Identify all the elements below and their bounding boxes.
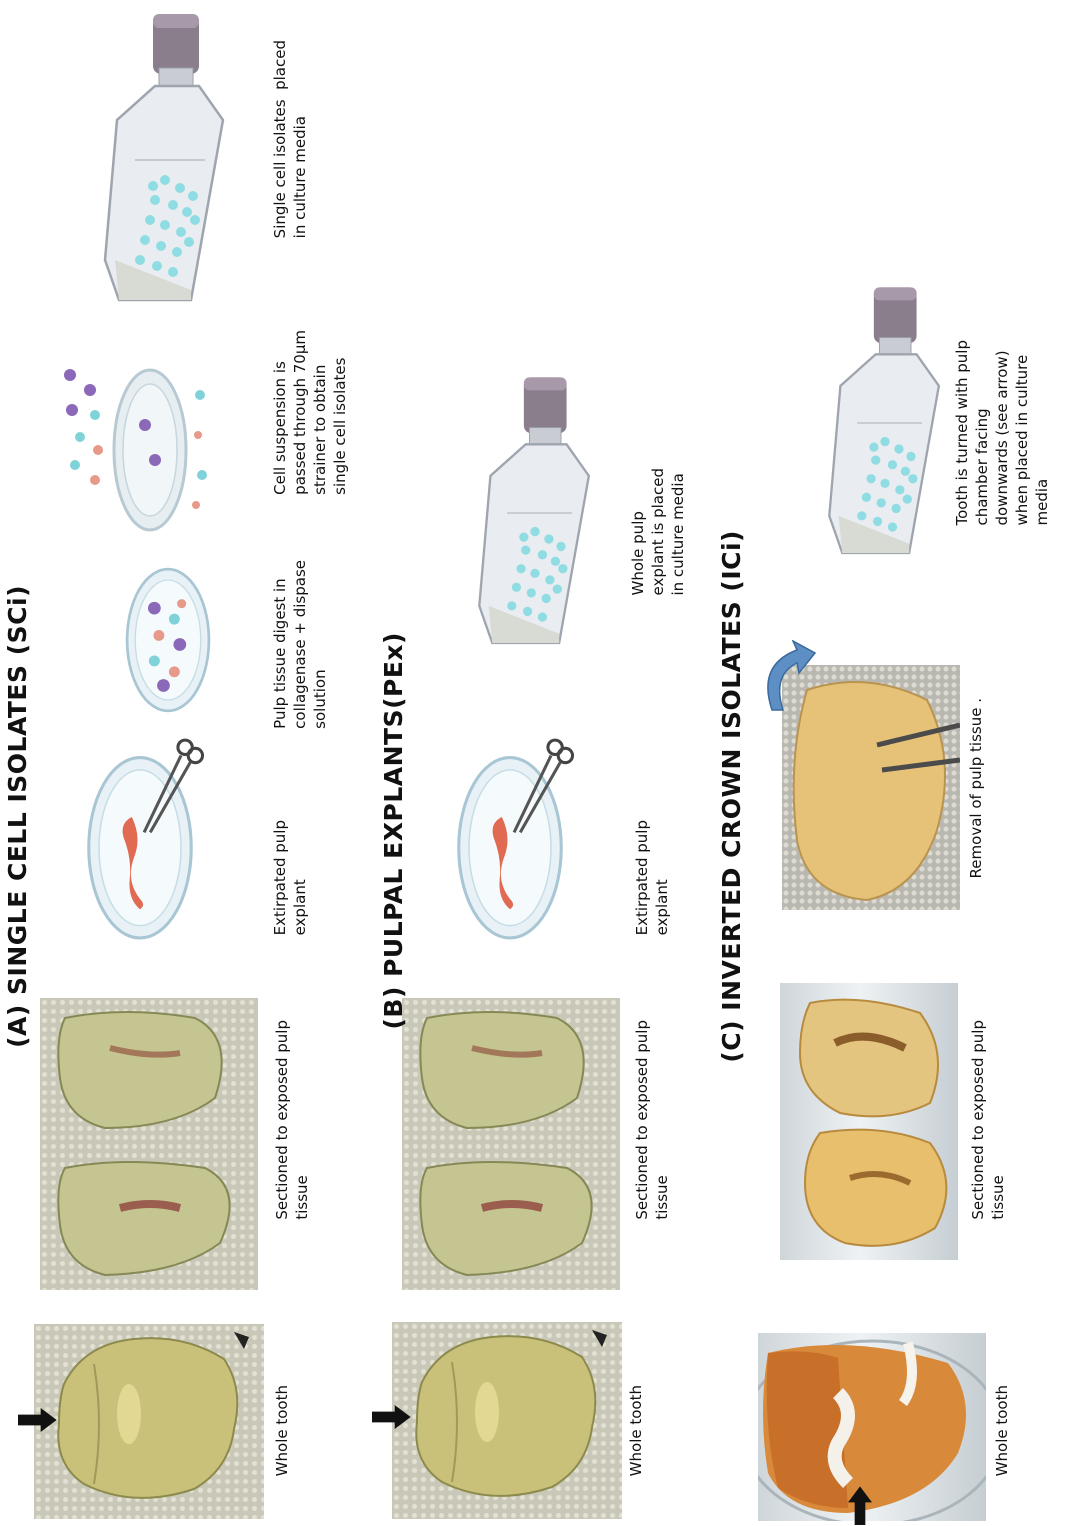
caption-whole-tooth: Whole tooth xyxy=(626,1385,646,1476)
caption-sectioned: Sectioned to exposed pulp tissue xyxy=(968,1020,1008,1220)
whole-tooth-photo-b xyxy=(392,1322,622,1519)
cell-strainer-icon xyxy=(50,355,210,535)
arrow-icon xyxy=(18,1405,58,1435)
sectioned-photo-c xyxy=(780,983,958,1260)
caption-sectioned: Sectioned to exposed pulp tissue xyxy=(272,1020,312,1220)
section-heading: (B) PULPAL EXPLANTS(PEx) xyxy=(380,632,408,1030)
petri-dish-explant-icon xyxy=(445,735,575,940)
caption-culture: Whole pulp explant is placed in culture … xyxy=(628,468,688,596)
caption-whole-tooth: Whole tooth xyxy=(272,1385,292,1476)
petri-dish-explant-icon xyxy=(75,735,205,940)
sectioned-photo-b xyxy=(402,998,620,1290)
caption-culture: Single cell isolates placed in culture m… xyxy=(270,40,310,238)
caption-extirpated: Extirpated pulp explant xyxy=(270,820,310,935)
caption-strainer: Cell suspension is passed through 70µm s… xyxy=(270,330,350,495)
petri-dish-cells-icon xyxy=(118,560,218,720)
caption-removal: Removal of pulp tissue . xyxy=(966,698,986,878)
arrow-icon xyxy=(372,1402,412,1432)
curved-arrow-icon xyxy=(752,640,832,720)
culture-flask-icon xyxy=(470,368,600,658)
whole-tooth-photo-a xyxy=(34,1324,264,1519)
caption-sectioned: Sectioned to exposed pulp tissue xyxy=(632,1020,672,1220)
sectioned-photo-a xyxy=(40,998,258,1290)
caption-digest: Pulp tissue digest in collagenase + disp… xyxy=(270,560,330,729)
culture-flask-icon xyxy=(95,10,235,310)
caption-extirpated: Extirpated pulp explant xyxy=(632,820,672,935)
culture-flask-icon xyxy=(820,278,950,568)
caption-whole-tooth: Whole tooth xyxy=(992,1385,1012,1476)
caption-culture: Tooth is turned with pulp chamber facing… xyxy=(952,340,1052,526)
section-heading: (A) SINGLE CELL ISOLATES (SCi) xyxy=(4,585,32,1048)
section-heading: (C) INVERTED CROWN ISOLATES (ICi) xyxy=(718,530,746,1063)
arrow-icon xyxy=(845,1485,875,1525)
